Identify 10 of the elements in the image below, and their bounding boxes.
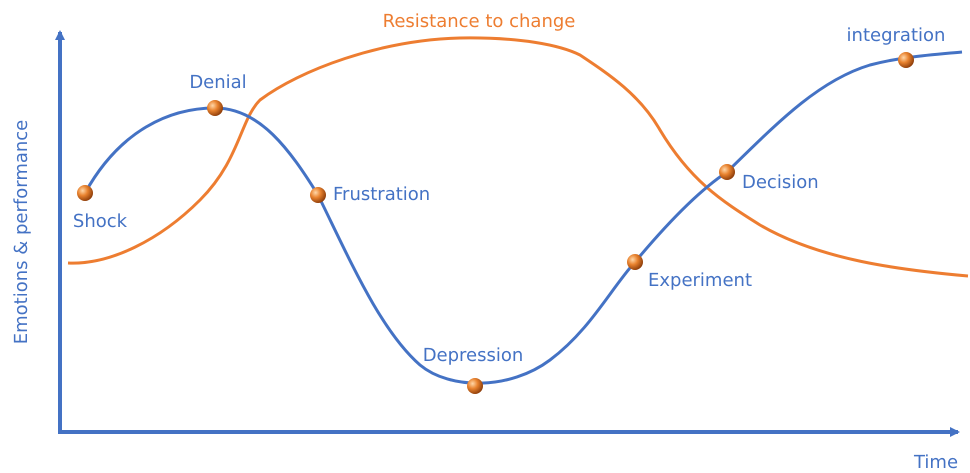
axis-title: Time [914,452,958,473]
curve-label: Resistance to change [382,11,576,33]
stage-label: Experiment [648,270,752,292]
stage-label: Depression [422,345,524,367]
stage-label: integration [846,25,946,47]
stage-label: Frustration [333,184,430,206]
stage-label: Decision [742,172,819,194]
stage-label: Denial [189,72,247,94]
axis-title: Emotions & performance [11,120,33,344]
stage-label: Shock [72,211,128,233]
